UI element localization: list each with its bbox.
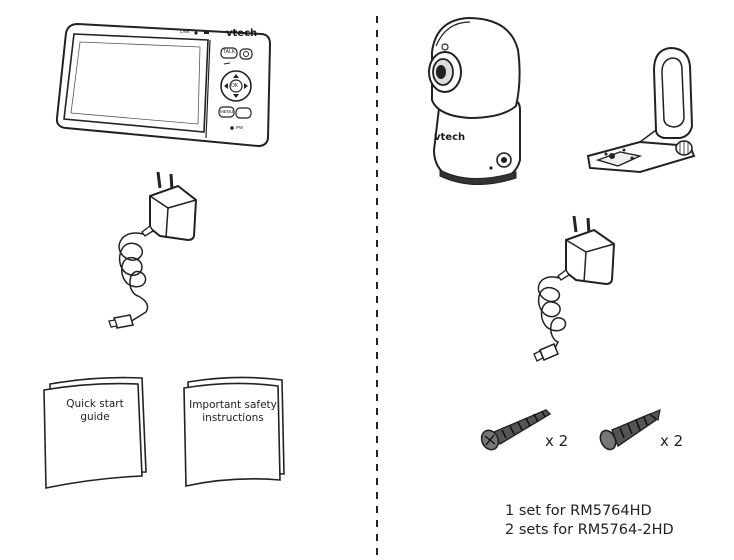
monitor-menu-label: MENU <box>220 109 234 114</box>
monitor-ok-label: OK <box>231 83 239 89</box>
monitor-link-label: LINK <box>180 29 191 34</box>
monitor-brand-logo: vtech <box>226 28 258 39</box>
safety-instructions-title-line1: Important safety <box>189 399 277 411</box>
quick-start-guide-title: Quick start guide <box>66 398 124 423</box>
set-count-line-2: 2 sets for RM5764-2HD <box>505 522 674 538</box>
safety-instructions-title-line2: instructions <box>202 412 264 424</box>
monitor-talk-label: TALK <box>223 49 236 55</box>
camera-brand-logo: vtech <box>434 132 466 143</box>
anchor-quantity: x 2 <box>660 432 684 450</box>
monitor-power-label: PW <box>236 125 244 130</box>
set-count-line-1: 1 set for RM5764HD <box>505 503 652 519</box>
screw-quantity: x 2 <box>545 432 569 450</box>
